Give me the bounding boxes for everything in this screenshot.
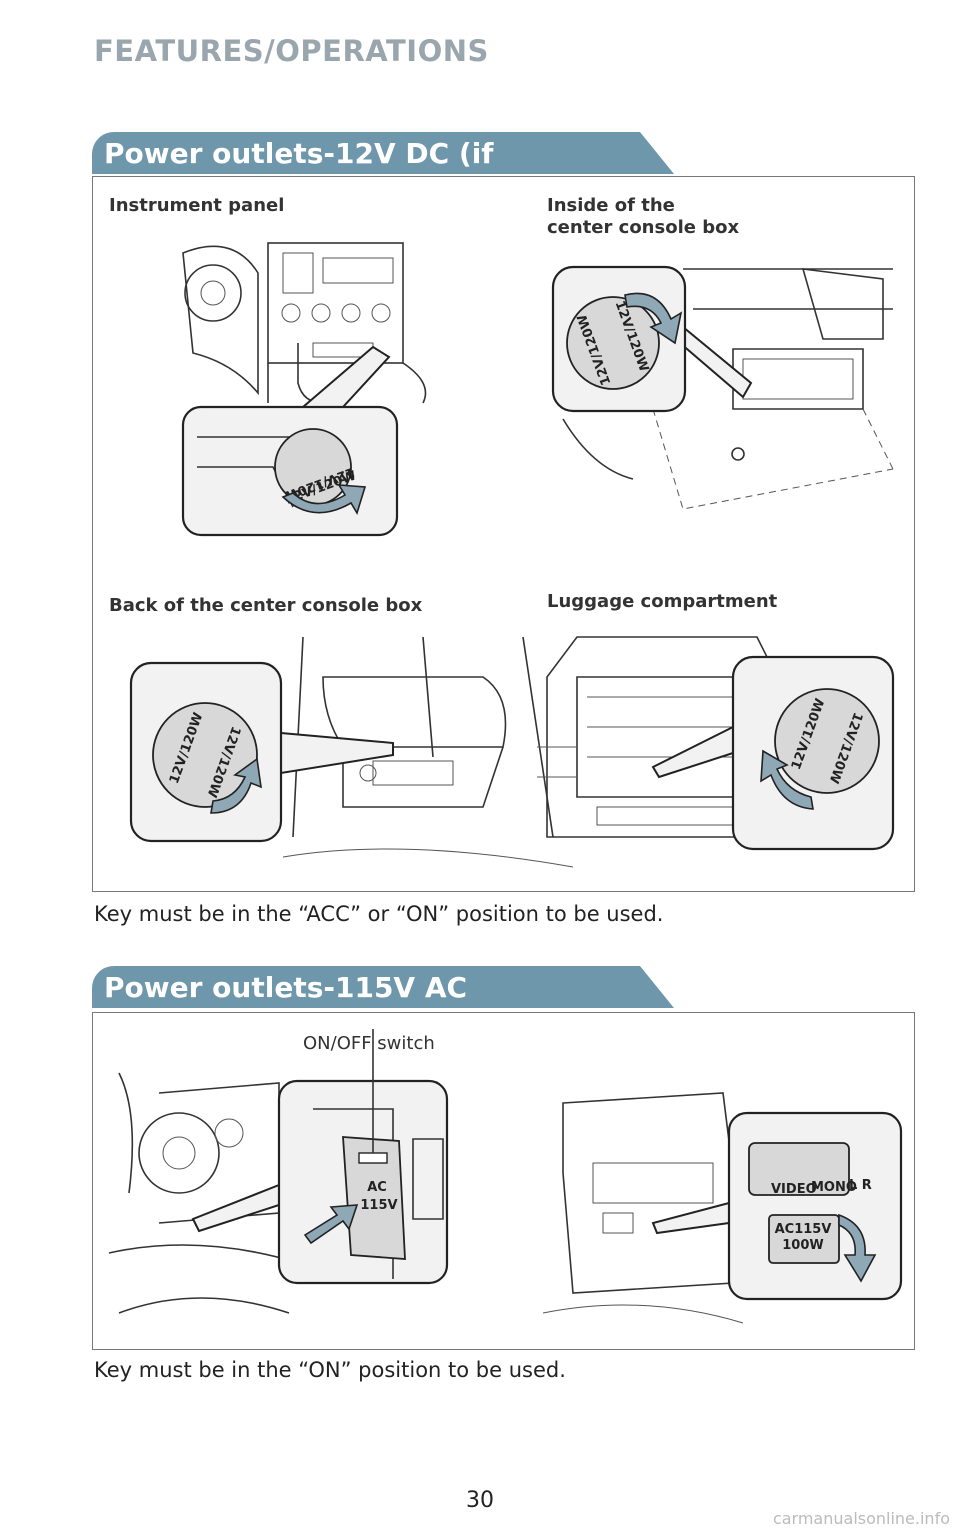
rear-label-mono: MONO <box>811 1180 857 1195</box>
panel-label-inside-console-line2: center console box <box>547 217 740 238</box>
watermark: carmanualsonline.info <box>772 1509 950 1528</box>
luggage-callout: 12V/120W 12V/120W <box>651 655 895 851</box>
back-console-illustration <box>282 636 574 868</box>
switch-text-ac: AC <box>367 1180 387 1195</box>
curved-arrow-icon <box>210 757 262 814</box>
section-title-12v: Power outlets-12V DC (if equipped) <box>92 132 674 214</box>
inside-console-illustration <box>562 268 894 510</box>
instrument-outlet-callout: 12V/120W 12V/120W <box>181 345 399 537</box>
note-115v: Key must be in the “ON” position to be u… <box>94 1358 566 1382</box>
section-title-115v: Power outlets-115V AC <box>92 966 674 1008</box>
rear-label-lr: L R <box>849 1178 872 1193</box>
panel-label-instrument: Instrument panel <box>109 195 285 216</box>
panel-label-inside-console: Inside of the center console box <box>547 195 739 239</box>
illustration-frame-115v: ON/OFF switch AC 115V VIDEO MONO L R AC1… <box>92 1012 915 1350</box>
back-console-callout: 12V/120W 12V/120W <box>129 661 394 843</box>
curved-arrow-icon <box>838 1213 877 1283</box>
panel-label-back-console: Back of the center console box <box>109 595 423 616</box>
note-12v: Key must be in the “ACC” or “ON” positio… <box>94 902 664 926</box>
panel-label-luggage: Luggage compartment <box>547 591 778 612</box>
dashboard-illustration <box>108 1072 300 1314</box>
rear-label-video: VIDEO <box>771 1182 817 1197</box>
page-number: 30 <box>466 1488 494 1513</box>
outlet-label-ac115v: AC115V <box>775 1222 832 1237</box>
inside-console-callout: 12V/120W 12V/120W <box>551 265 753 413</box>
illustration-frame-12v: Instrument panel Inside of the center co… <box>92 176 915 892</box>
rear-outlet-callout: VIDEO MONO L R AC115V 100W <box>651 1111 903 1301</box>
curved-arrow-icon <box>760 749 814 810</box>
push-arrow-icon <box>303 1204 359 1245</box>
outlet-label-100w: 100W <box>782 1238 823 1253</box>
curved-arrow-icon <box>281 484 367 515</box>
panel-label-inside-console-line1: Inside of the <box>547 195 675 216</box>
curved-arrow-icon <box>624 292 683 345</box>
switch-callout: AC 115V <box>191 1029 449 1285</box>
on-off-switch-label: ON/OFF switch <box>303 1033 435 1054</box>
section-header: FEATURES/OPERATIONS <box>94 34 489 68</box>
switch-text-115v: 115V <box>360 1198 397 1213</box>
